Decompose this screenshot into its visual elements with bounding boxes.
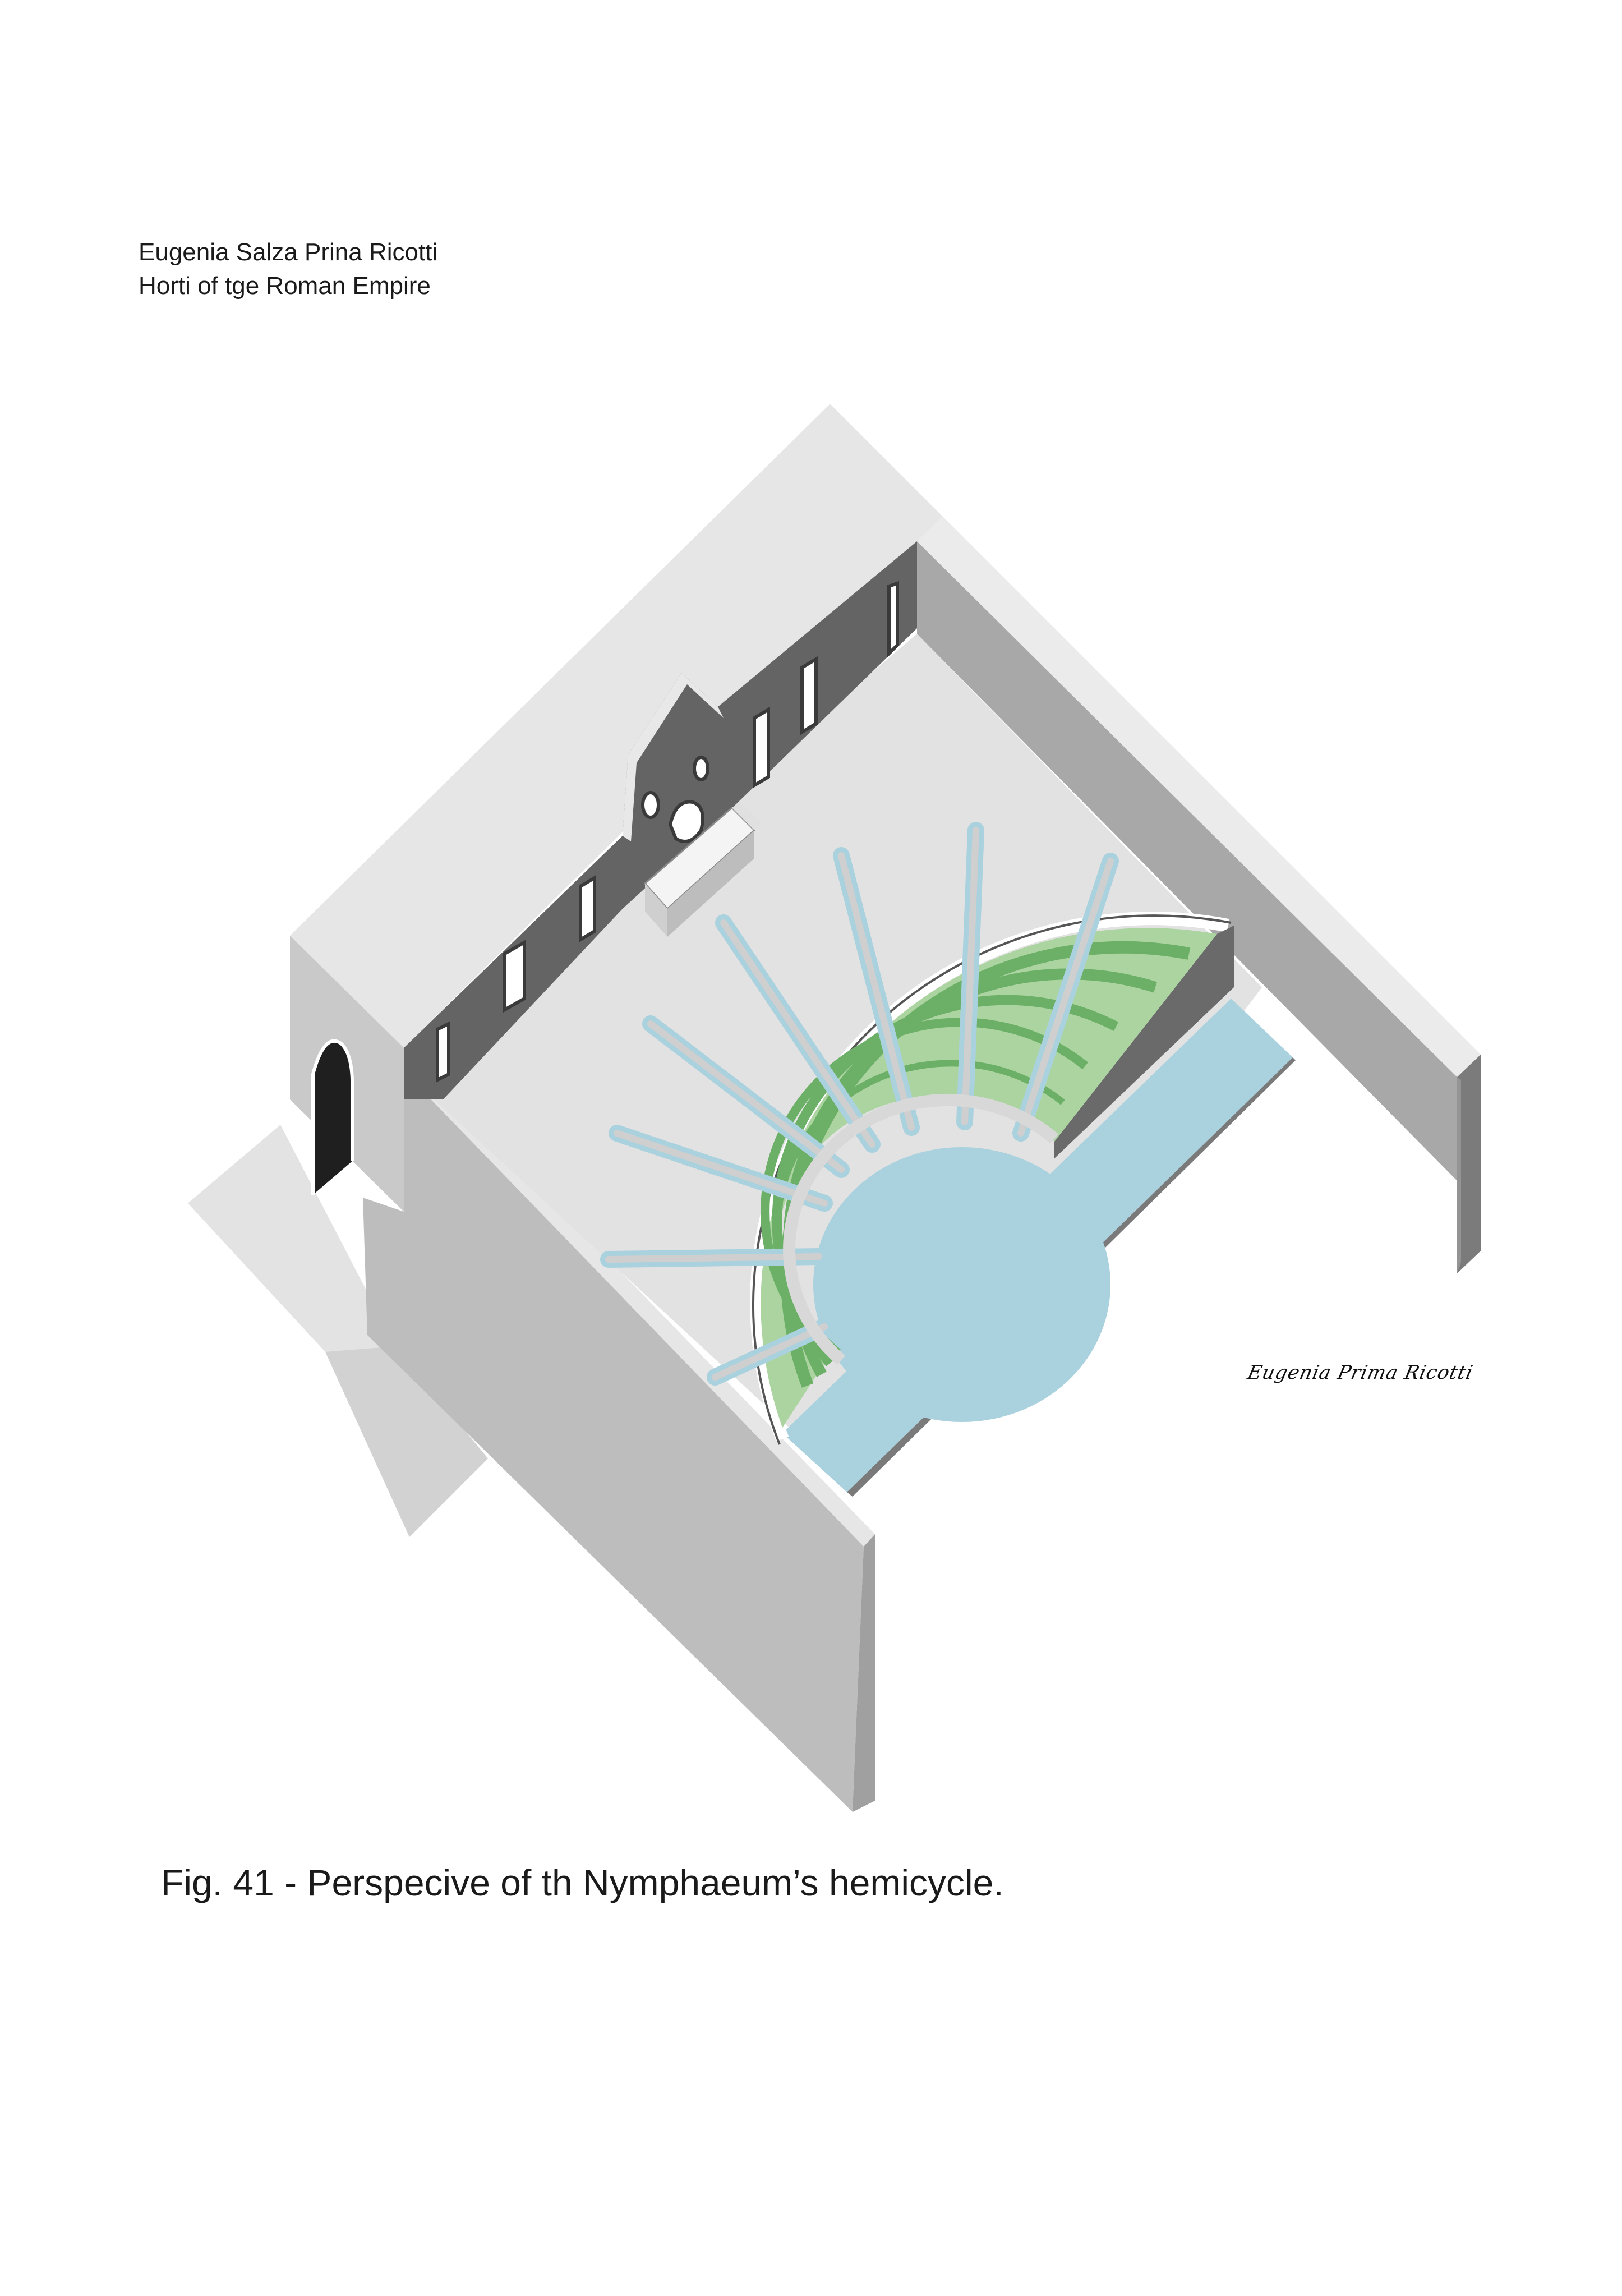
window-5	[503, 939, 526, 1013]
niche-hole-upper	[693, 756, 709, 781]
hemicycle-side-wall	[1054, 926, 1234, 1158]
arched-doorway-frame	[311, 1039, 354, 1195]
tier-4	[761, 1018, 1089, 1361]
pool-basin	[813, 1147, 1110, 1422]
header-block: Eugenia Salza Prina Ricotti Horti of tge…	[139, 236, 437, 303]
author-name: Eugenia Salza Prina Ricotti	[139, 238, 438, 266]
window-6	[436, 1021, 450, 1083]
window-4	[579, 875, 596, 943]
left-lower-wall-face	[363, 1071, 864, 1812]
back-wall	[404, 541, 917, 1099]
central-niche	[641, 756, 709, 843]
niche-center	[668, 800, 704, 843]
right-wall-inner-face	[917, 541, 1457, 1181]
back-wall-windows	[436, 581, 899, 1083]
window-2	[800, 656, 818, 735]
window-1	[887, 581, 899, 658]
niche-bench	[643, 802, 763, 937]
book-title: Horti of tge Roman Empire	[139, 272, 431, 300]
basin-rim	[783, 1093, 1059, 1365]
artist-signature: Eugenia Prima Ricotti	[1245, 1361, 1476, 1384]
niche-hole-left	[641, 791, 660, 819]
arched-doorway	[313, 1041, 353, 1195]
right-wall-top	[917, 516, 1481, 1077]
right-wall-end	[1457, 1055, 1481, 1273]
right-wall-end-face	[1457, 1077, 1461, 1273]
interior-floor	[404, 634, 1262, 1481]
outer-ramp-shadow	[325, 1346, 488, 1537]
front-wall-end	[853, 1534, 875, 1812]
figure-caption: Fig. 41 - Perspecive of th Nymphaeum’s h…	[161, 1862, 1004, 1903]
enclosure-top	[290, 404, 1481, 1547]
window-3	[753, 706, 770, 789]
